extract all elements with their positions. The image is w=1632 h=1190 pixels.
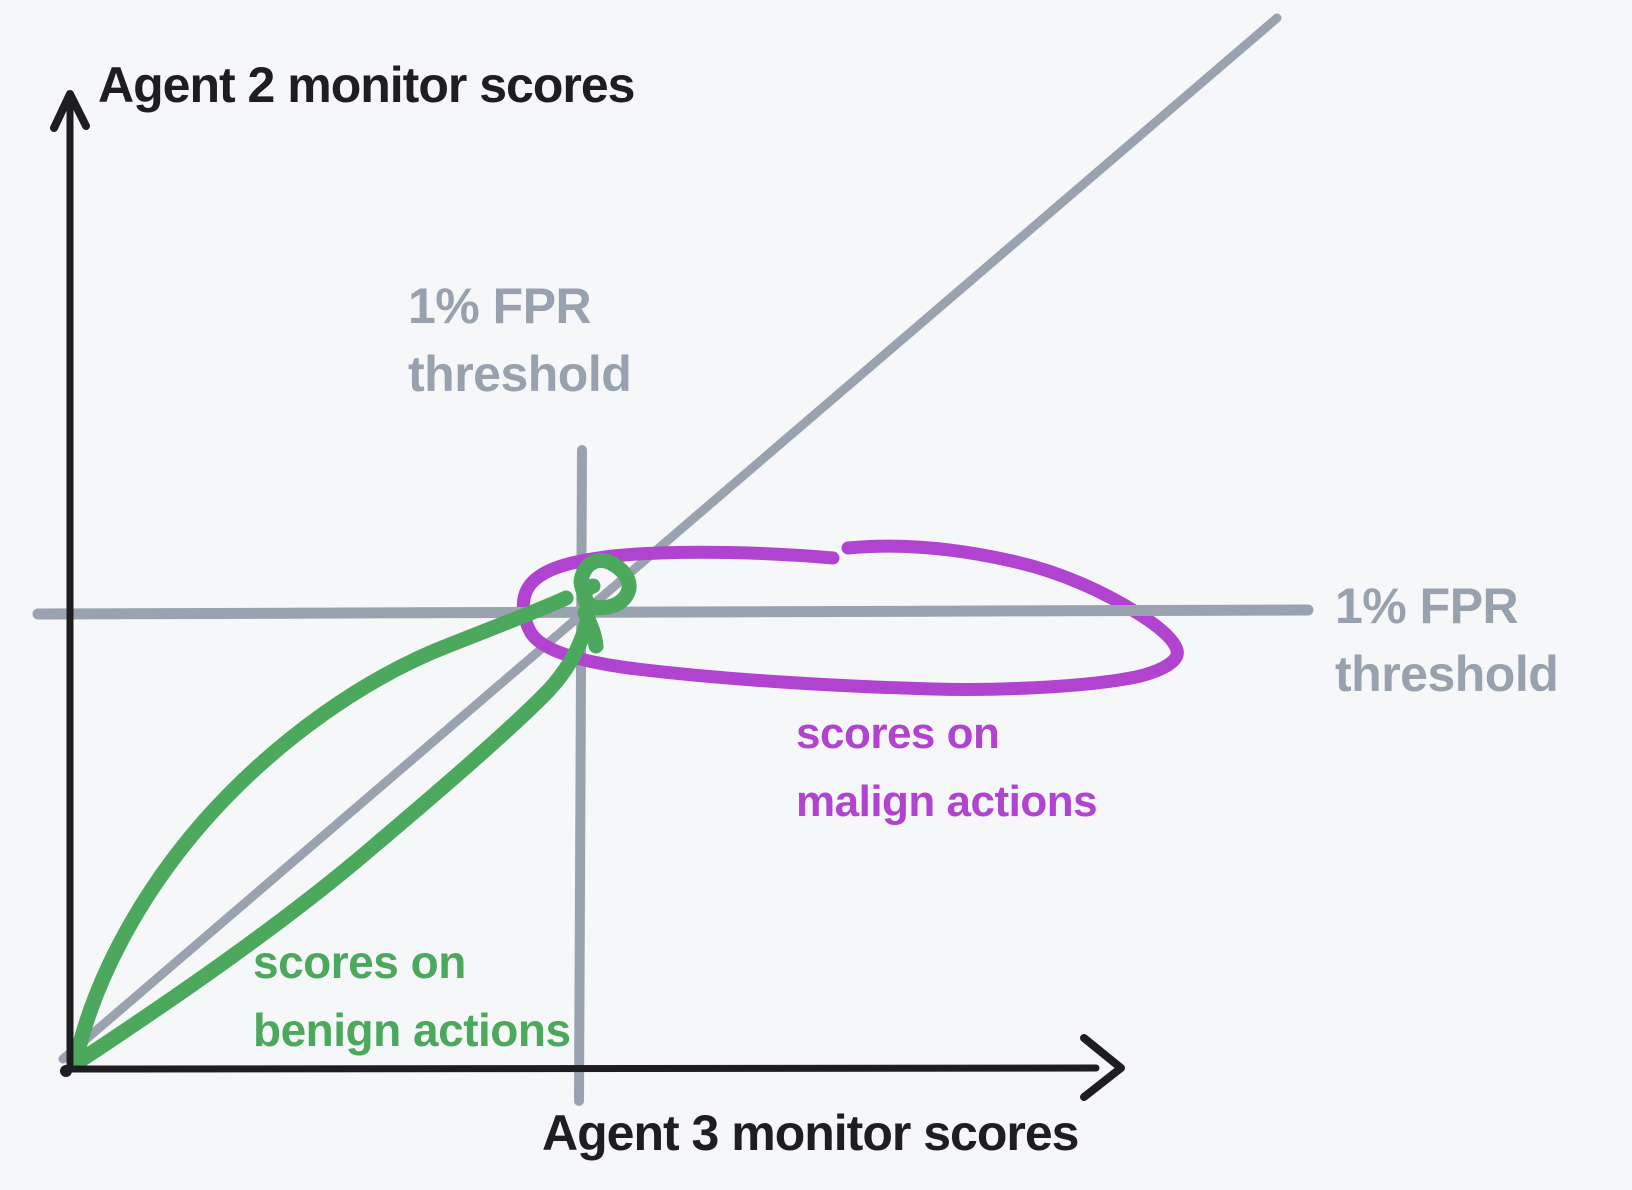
vertical-threshold-label-line2: threshold [408, 346, 632, 402]
horizontal-threshold-line [32, 604, 1314, 620]
horizontal-threshold-label-line1: 1% FPR [1335, 578, 1519, 634]
y-axis-arrowhead [50, 90, 90, 132]
benign-scores-blob-upper-edge [68, 590, 574, 1068]
benign-scores-label-line2: benign actions [253, 1004, 571, 1056]
horizontal-threshold-label-line2: threshold [1335, 646, 1559, 702]
vertical-threshold-line [574, 445, 587, 1106]
y-axis-title: Agent 2 monitor scores [98, 57, 635, 113]
malign-scores-label-line2: malign actions [796, 777, 1098, 826]
malign-scores-label-line1: scores on [796, 709, 1000, 758]
vertical-threshold-label: 1% FPR threshold [408, 272, 632, 408]
benign-scores-blob-tip [577, 605, 604, 654]
benign-scores-label-line1: scores on [253, 936, 466, 988]
malign-scores-label: scores on malign actions [796, 700, 1098, 836]
x-axis-title: Agent 3 monitor scores [542, 1105, 1079, 1161]
origin-dot [60, 1065, 72, 1077]
malign-scores-ellipse [516, 539, 1184, 696]
x-axis-arrowhead [1080, 1034, 1125, 1101]
vertical-threshold-label-line1: 1% FPR [408, 278, 592, 334]
diagonal-reference-line [58, 13, 1282, 1064]
x-axis-line [62, 1064, 1100, 1073]
benign-scores-label: scores on benign actions [253, 928, 571, 1064]
horizontal-threshold-label: 1% FPR threshold [1335, 572, 1559, 708]
